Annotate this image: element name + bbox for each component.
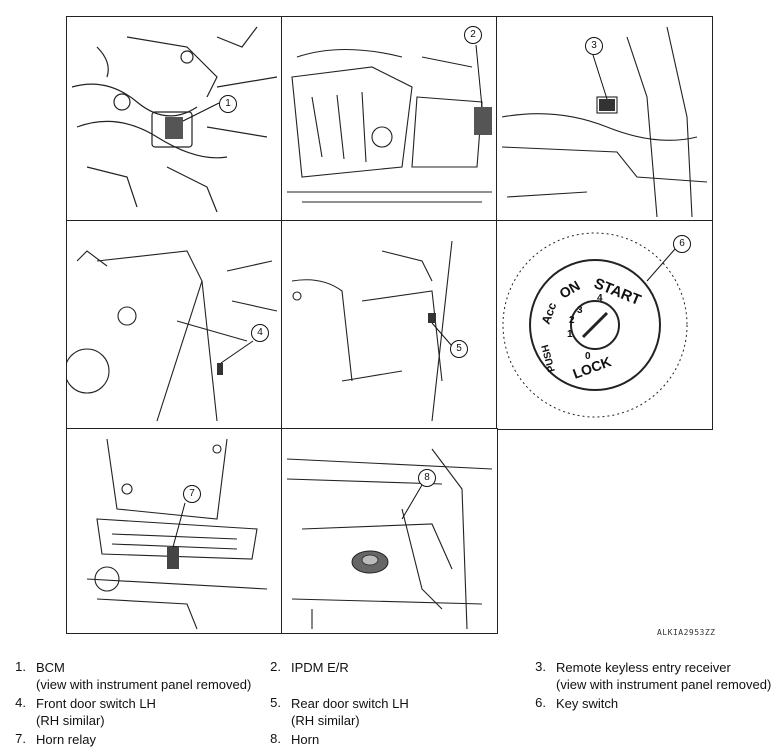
panel-rear-door-switch: 5 <box>281 220 498 430</box>
horn-relay-illustration <box>86 438 268 630</box>
callout-3: 3 <box>585 37 603 55</box>
legend-number: 2. <box>270 659 281 674</box>
callout-1: 1 <box>219 95 237 113</box>
legend-item-6: 6. Key switch <box>520 695 778 729</box>
callout-2: 2 <box>464 26 482 44</box>
horn-illustration <box>286 448 493 630</box>
legend-number: 8. <box>270 731 281 746</box>
legend-number: 7. <box>15 731 26 746</box>
component-legend: 1. BCM(view with instrument panel remove… <box>0 655 781 756</box>
legend-item-8: 8. Horn <box>255 731 495 751</box>
legend-text: Key switch <box>556 696 619 711</box>
legend-text: Remote keyless entry receiver(view with … <box>556 660 772 692</box>
legend-text: Horn <box>291 732 320 747</box>
legend-item-7: 7. Horn relay <box>0 731 260 751</box>
legend-item-2: 2. IPDM E/R <box>255 659 495 693</box>
component-location-diagram: 1 2 <box>66 16 716 637</box>
key-label-acc: Acc <box>539 300 560 326</box>
legend-number: 3. <box>535 659 546 674</box>
key-label-3: 3 <box>577 305 583 316</box>
legend-item-1: 1. BCM(view with instrument panel remove… <box>0 659 260 693</box>
key-switch-illustration: START ON Acc PUSH LOCK 4 3 2 1 0 <box>502 232 688 418</box>
callout-6: 6 <box>673 235 691 253</box>
legend-item-4: 4. Front door switch LH(RH similar) <box>0 695 260 729</box>
callout-4: 4 <box>251 324 269 342</box>
legend-text: Rear door switch LH(RH similar) <box>291 696 409 728</box>
rear-door-switch-illustration <box>291 240 453 422</box>
key-label-4: 4 <box>597 293 603 304</box>
legend-number: 4. <box>15 695 26 710</box>
legend-text: Front door switch LH(RH similar) <box>36 696 156 728</box>
callout-7: 7 <box>183 485 201 503</box>
panel-key-switch: START ON Acc PUSH LOCK 4 3 2 1 0 6 <box>496 220 713 430</box>
bcm-illustration <box>71 26 278 213</box>
key-label-2: 2 <box>569 315 575 326</box>
legend-number: 5. <box>270 695 281 710</box>
panel-horn-relay: 7 <box>66 428 283 634</box>
panel-front-door-switch: 4 <box>66 220 283 430</box>
panel-bcm: 1 <box>66 16 283 222</box>
callout-8: 8 <box>418 469 436 487</box>
callout-5: 5 <box>450 340 468 358</box>
panel-ipdm: 2 <box>281 16 498 222</box>
ipdm-illustration <box>287 44 492 203</box>
legend-item-3: 3. Remote keyless entry receiver(view wi… <box>520 659 778 693</box>
key-label-0: 0 <box>585 351 591 362</box>
key-label-lock: LOCK <box>571 353 614 382</box>
key-label-push: PUSH <box>540 343 558 373</box>
key-label-on: ON <box>557 277 583 301</box>
receiver-illustration <box>501 26 708 218</box>
legend-item-5: 5. Rear door switch LH(RH similar) <box>255 695 495 729</box>
legend-text: BCM(view with instrument panel removed) <box>36 660 252 692</box>
legend-text: IPDM E/R <box>291 660 349 675</box>
legend-text: Horn relay <box>36 732 96 747</box>
panel-keyless-receiver: 3 <box>496 16 713 222</box>
key-label-1: 1 <box>567 329 573 340</box>
panel-horn: 8 <box>281 428 498 634</box>
legend-number: 6. <box>535 695 546 710</box>
front-door-switch-illustration <box>67 250 278 422</box>
figure-code: ALKIA2953ZZ <box>657 628 716 637</box>
legend-number: 1. <box>15 659 26 674</box>
